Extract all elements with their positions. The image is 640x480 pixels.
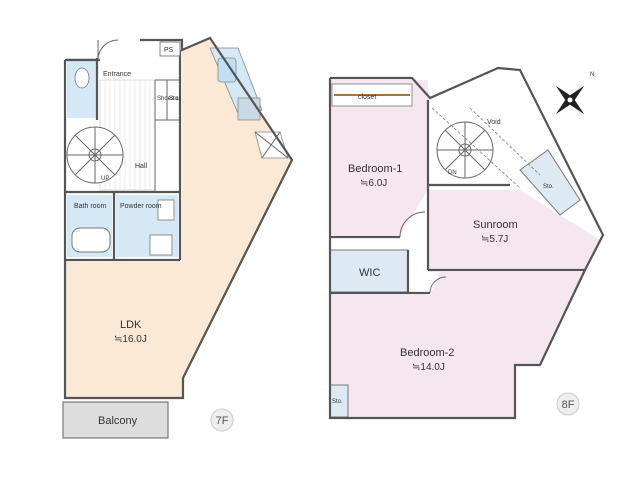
sunroom-label: Sunroom	[473, 219, 518, 231]
sunroom-size: ≒5.7J	[481, 234, 508, 245]
ldk-area	[65, 38, 292, 398]
spiral-stair-8f	[436, 121, 494, 179]
storage-right-area	[519, 149, 581, 216]
bedroom2-size: ≒14.0J	[412, 362, 445, 373]
kitchen-sink	[217, 57, 237, 83]
bedroom2-area	[330, 272, 585, 418]
stair-dn-label: DN	[448, 170, 457, 176]
bathtub	[71, 227, 111, 253]
svg-text:8F: 8F	[562, 399, 575, 411]
compass-icon	[555, 85, 585, 115]
bath-label: Bath room	[74, 203, 106, 210]
powder-label: Powder room	[120, 203, 162, 210]
storage-right-label: Sto.	[543, 184, 554, 190]
bedroom1-size: ≒6.0J	[360, 178, 387, 189]
floor-7f-badge: 7F	[210, 408, 234, 432]
wic-label: WIC	[359, 267, 380, 279]
ps-label: PS	[164, 47, 174, 54]
balcony-label: Balcony	[98, 415, 138, 427]
entrance-label: Entrance	[103, 71, 131, 78]
shoes-closet-label: Shoes cl.	[157, 96, 182, 102]
ldk-size: ≒16.0J	[114, 334, 147, 345]
closet-label: closet	[358, 94, 376, 101]
bedroom2-label: Bedroom-2	[400, 347, 454, 359]
washing-machine	[149, 234, 173, 256]
storage-left-label: Sto.	[332, 399, 343, 405]
wic-area	[329, 249, 409, 293]
washbasin	[157, 199, 175, 221]
sunroom-area	[428, 190, 600, 270]
toilet	[74, 67, 90, 89]
ldk-label: LDK	[120, 319, 142, 331]
floor-8f: closet Void DN Bedroom-1 ≒6.0J Sto. Sunr…	[328, 66, 605, 420]
storage-7f-label: Sto.	[169, 96, 180, 102]
stair-up-label: UP	[101, 176, 109, 182]
spiral-stair-7f	[66, 126, 124, 184]
bedroom1-label: Bedroom-1	[348, 163, 402, 175]
svg-text:7F: 7F	[216, 415, 229, 427]
void-label: Void	[487, 119, 501, 126]
hall-label: Hall	[135, 163, 148, 170]
floor-8f-badge: 8F	[556, 392, 580, 416]
compass-north-label: N	[590, 72, 594, 78]
bedroom1-area	[330, 80, 428, 235]
balcony-area	[62, 401, 169, 439]
floor-7f: Entrance PS Shoes cl. Sto. Hall UP Bath …	[62, 36, 294, 439]
